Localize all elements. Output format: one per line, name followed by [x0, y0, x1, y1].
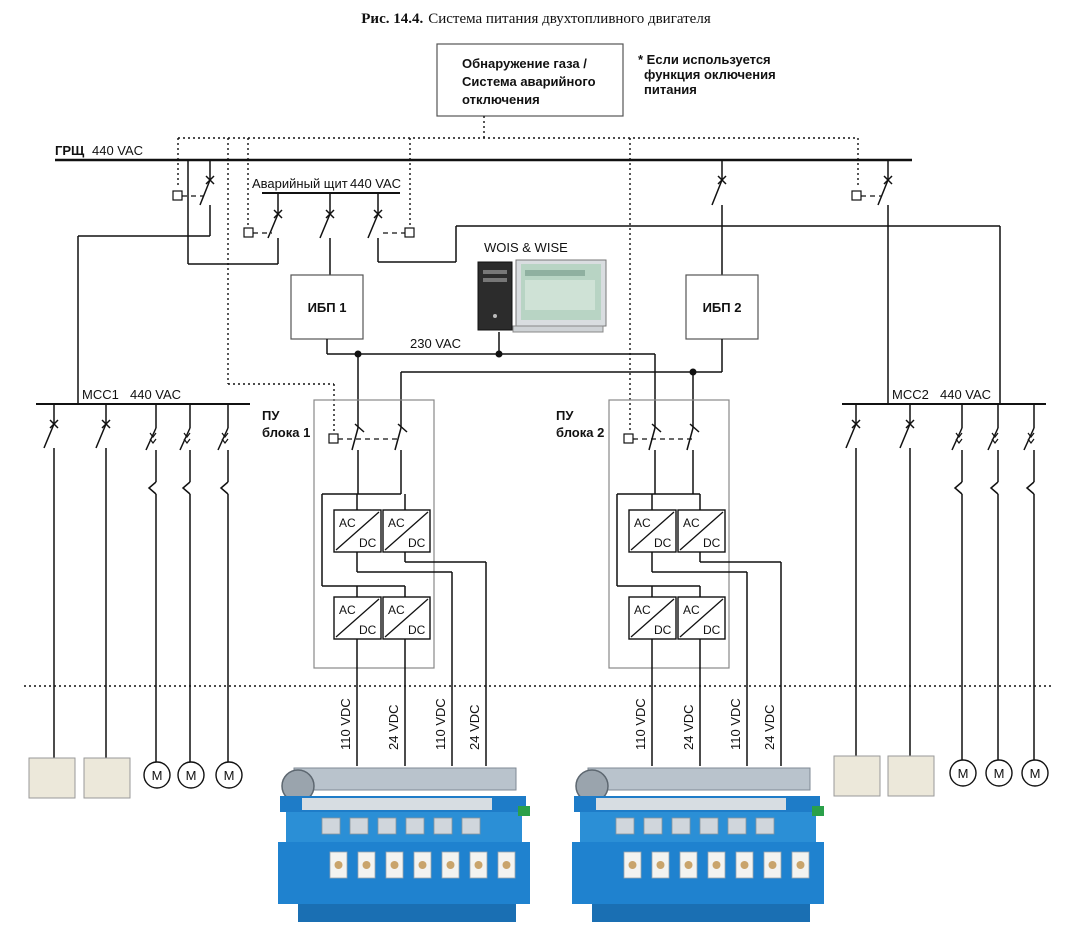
svg-text:M: M: [994, 766, 1005, 781]
gas-control-lines: [177, 116, 859, 432]
mcc1-load-1: [28, 757, 76, 799]
breaker-msb-ups2: [711, 160, 727, 275]
mcc1-motor-1: M: [143, 761, 171, 789]
svg-text:AC: AC: [388, 516, 405, 530]
mcc2-motor-1: M: [949, 759, 977, 787]
engine-1-illustration: [277, 767, 531, 923]
mcc1-voltage: 440 VAC: [130, 387, 181, 402]
pu2-label-line-1: ПУ: [556, 408, 574, 423]
computer-icon: [477, 259, 607, 333]
breaker-emergency-3: [367, 193, 1001, 404]
svg-text:DC: DC: [408, 623, 426, 637]
svg-text:M: M: [958, 766, 969, 781]
svg-text:DC: DC: [703, 536, 721, 550]
svg-text:AC: AC: [683, 516, 700, 530]
pu1-frame: [313, 399, 435, 669]
msb-label: ГРЩ: [55, 143, 85, 158]
breaker-emergency-2: [319, 193, 335, 275]
engine1-vdc-label-2: 24 VDC: [386, 704, 401, 750]
mcc2-motor-3: M: [1021, 759, 1049, 787]
mcc2-label: MCC2: [892, 387, 929, 402]
note-line-2: функция оключения: [644, 67, 776, 82]
breaker-emergency-1: [243, 193, 283, 264]
svg-text:DC: DC: [359, 623, 377, 637]
svg-text:AC: AC: [683, 603, 700, 617]
svg-text:DC: DC: [654, 536, 672, 550]
engine1-vdc-label-1: 110 VDC: [338, 698, 353, 750]
pu2-label-line-2: блока 2: [556, 425, 604, 440]
mcc1-motor-3: M: [215, 761, 243, 789]
svg-text:M: M: [186, 768, 197, 783]
engine1-vdc-label-4: 24 VDC: [467, 704, 482, 750]
engine-2-illustration: [571, 767, 825, 923]
gas-box-line-1: Обнаружение газа /: [462, 56, 587, 71]
engine2-vdc-label-1: 110 VDC: [633, 698, 648, 750]
distribution-230vac: [326, 332, 723, 423]
emergency-board-label: Аварийный щит: [252, 176, 348, 191]
mcc1-motor-2: M: [177, 761, 205, 789]
svg-text:M: M: [152, 768, 163, 783]
svg-text:DC: DC: [703, 623, 721, 637]
mcc2-load-2: [887, 755, 935, 797]
figure-title: Рис. 14.4. Система питания двухтопливного…: [361, 11, 711, 27]
pu1-label-line-2: блока 1: [262, 425, 310, 440]
svg-text:M: M: [1030, 766, 1041, 781]
gas-box-line-2: Система аварийного: [462, 74, 596, 89]
ups2-label: ИБП 2: [703, 300, 742, 315]
gas-detection-box: [436, 43, 624, 117]
mcc1-label: MCC1: [82, 387, 119, 402]
mcc2-motor-2: M: [985, 759, 1013, 787]
ups2-box: [685, 274, 759, 340]
engine2-vdc-label-3: 110 VDC: [728, 698, 743, 750]
msb-voltage: 440 VAC: [92, 143, 143, 158]
pu2-frame: [608, 399, 730, 669]
svg-text:AC: AC: [339, 516, 356, 530]
svg-text:DC: DC: [408, 536, 426, 550]
mcc2-voltage: 440 VAC: [940, 387, 991, 402]
svg-text:DC: DC: [654, 623, 672, 637]
mcc1-feeders: [43, 404, 229, 762]
wois-label: WOIS & WISE: [484, 240, 568, 255]
breaker-msb-left: [77, 160, 215, 404]
pu2-wiring: [616, 423, 782, 766]
engine2-vdc-label-2: 24 VDC: [681, 704, 696, 750]
svg-text:AC: AC: [634, 516, 651, 530]
mcc1-load-2: [83, 757, 131, 799]
breaker-msb-right: [851, 160, 893, 404]
ups1-label: ИБП 1: [308, 300, 347, 315]
svg-text:DC: DC: [359, 536, 377, 550]
engine2-vdc-label-4: 24 VDC: [762, 704, 777, 750]
pu1-wiring: [321, 423, 487, 766]
mcc2-load-1: [833, 755, 881, 797]
svg-text:AC: AC: [634, 603, 651, 617]
figure-number: Рис. 14.4.: [361, 11, 423, 27]
engine1-vdc-label-3: 110 VDC: [433, 698, 448, 750]
mcc2-feeders: [845, 404, 1035, 762]
note-line-3: питания: [644, 82, 697, 97]
svg-text:AC: AC: [339, 603, 356, 617]
svg-text:M: M: [224, 768, 235, 783]
pu1-label-line-1: ПУ: [262, 408, 280, 423]
note-line-1: * Если используется: [638, 52, 771, 67]
ups1-box: [290, 274, 364, 340]
v230-label: 230 VAC: [410, 336, 461, 351]
figure-caption: Система питания двухтопливного двигателя: [428, 11, 711, 27]
svg-text:AC: AC: [388, 603, 405, 617]
emergency-voltage: 440 VAC: [350, 176, 401, 191]
gas-box-line-3: отключения: [462, 92, 540, 107]
